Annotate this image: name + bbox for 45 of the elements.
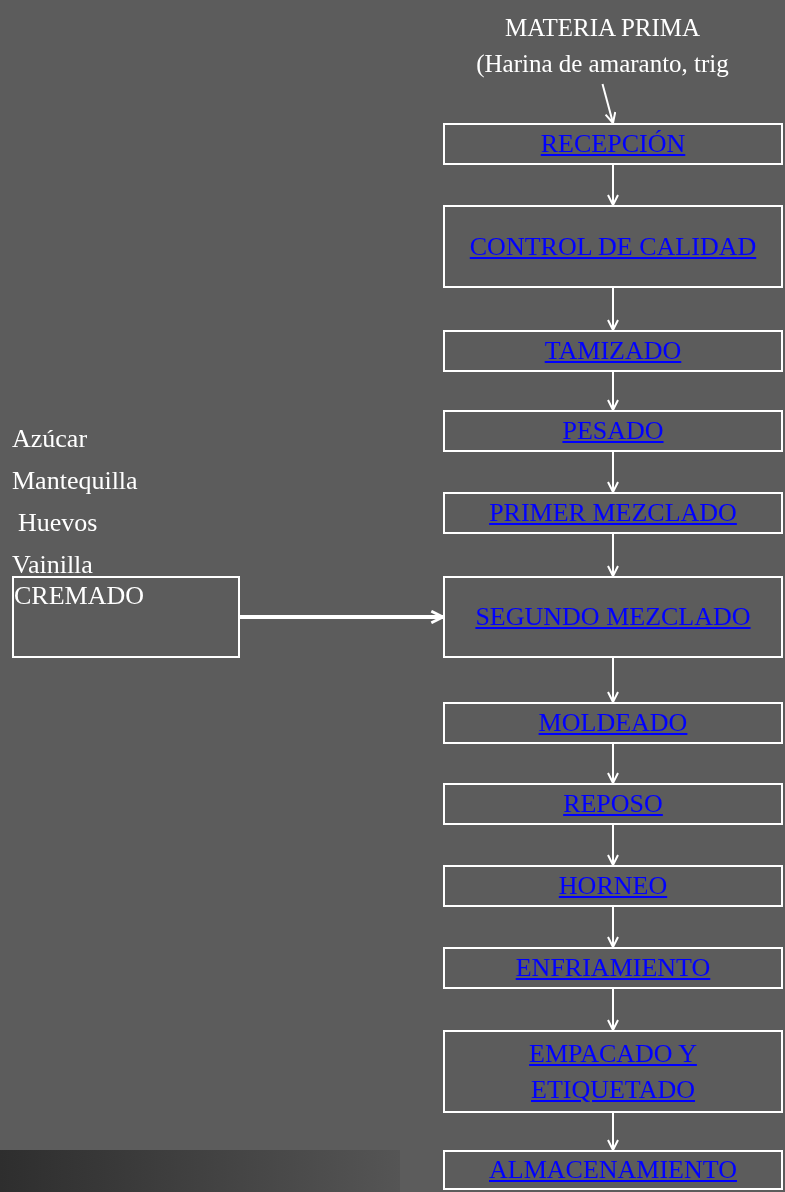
ingredient-label: Mantequilla bbox=[12, 465, 138, 497]
arrow bbox=[607, 657, 619, 703]
step-link: TAMIZADO bbox=[544, 335, 682, 367]
process-box bbox=[443, 1150, 783, 1190]
step-link: REPOSO bbox=[563, 788, 663, 820]
arrow bbox=[240, 609, 445, 625]
arrow bbox=[607, 824, 619, 866]
process-box bbox=[443, 123, 783, 165]
step-link: CONTROL DE CALIDAD bbox=[469, 230, 757, 263]
arrow bbox=[607, 533, 619, 577]
process-box bbox=[443, 492, 783, 534]
step-link: EMPACADO Y ETIQUETADO bbox=[528, 1037, 698, 1106]
step-link: PESADO bbox=[562, 415, 664, 447]
arrow bbox=[607, 164, 619, 206]
arrow bbox=[607, 371, 619, 411]
process-box bbox=[443, 865, 783, 907]
process-box bbox=[443, 702, 783, 744]
arrow bbox=[607, 451, 619, 493]
process-box bbox=[443, 947, 783, 989]
step-link: PRIMER MEZCLADO bbox=[489, 497, 737, 529]
process-box bbox=[443, 576, 783, 658]
step-link: MOLDEADO bbox=[538, 707, 688, 739]
step-link: ENFRIAMIENTO bbox=[515, 952, 711, 984]
process-box bbox=[12, 576, 240, 658]
process-box bbox=[443, 205, 783, 288]
process-box bbox=[443, 783, 783, 825]
step-link: ALMACENAMIENTO bbox=[489, 1154, 737, 1186]
arrow bbox=[607, 906, 619, 948]
arrow bbox=[607, 287, 619, 331]
process-box bbox=[443, 1030, 783, 1113]
ingredient-label: Azúcar bbox=[12, 423, 89, 455]
step-label: CREMADO bbox=[14, 580, 144, 612]
step-link: RECEPCIÓN bbox=[540, 128, 686, 160]
arrow bbox=[607, 988, 619, 1031]
text-label: (Harina de amaranto, trig bbox=[476, 49, 729, 80]
process-box bbox=[443, 330, 783, 372]
arrow bbox=[607, 1112, 619, 1151]
ingredient-label: Huevos bbox=[17, 507, 99, 539]
process-box bbox=[443, 410, 783, 452]
arrow bbox=[607, 743, 619, 784]
step-link: HORNEO bbox=[558, 870, 668, 902]
text-label: MATERIA PRIMA bbox=[504, 13, 701, 43]
ingredient-label: Vainilla bbox=[12, 549, 94, 581]
step-link: SEGUNDO MEZCLADO bbox=[475, 601, 751, 633]
arrow bbox=[601, 83, 617, 124]
